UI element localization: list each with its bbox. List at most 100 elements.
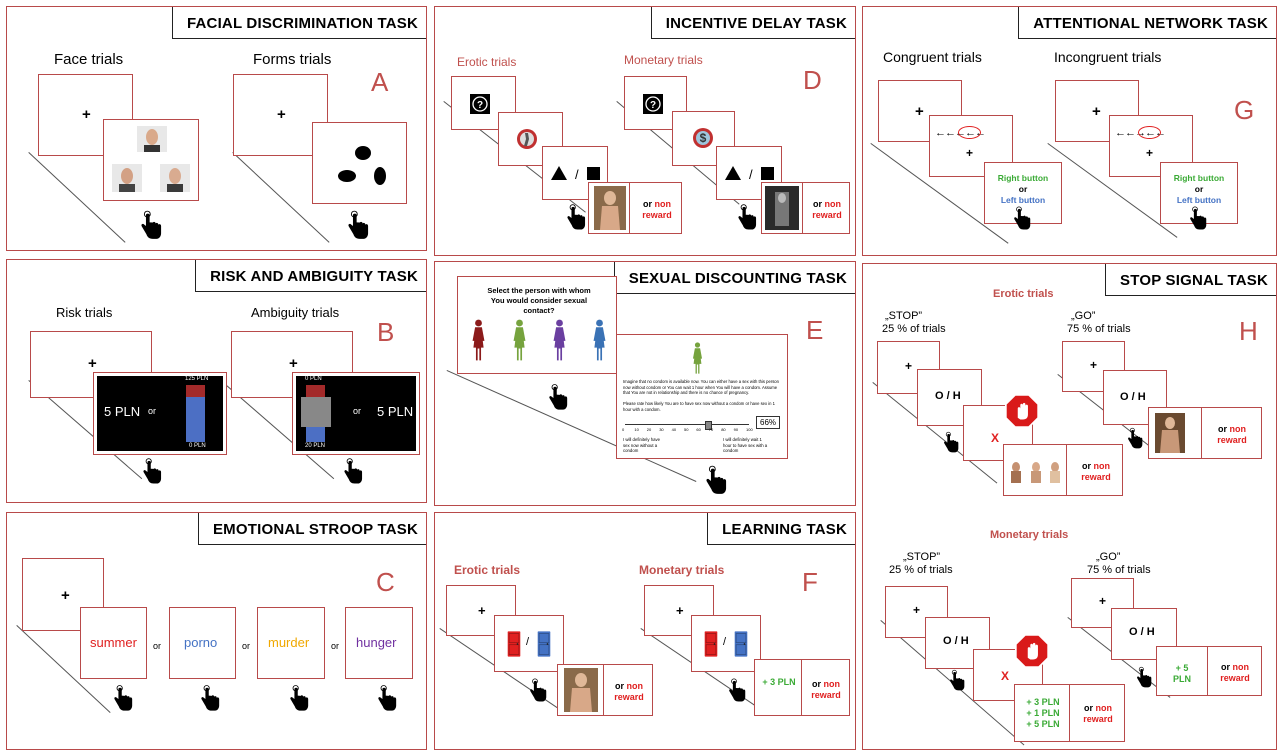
dollar-icon: $ (693, 128, 713, 148)
slider-thumb[interactable] (705, 421, 712, 430)
oh-text: O / H (943, 635, 969, 647)
incongruent-trials-label: Incongruent trials (1054, 49, 1162, 65)
person-silhouette-icon (511, 317, 528, 363)
monetary-trials-label: Monetary trials (990, 529, 1069, 541)
hand-pointer-icon (737, 204, 757, 232)
panel-incentive-delay: INCENTIVE DELAY TASK D Erotic trials Mon… (434, 6, 856, 256)
triangle-square-targets: / (725, 166, 774, 182)
rate-prompt: Please rate how likely You are to have s… (623, 401, 776, 412)
panel-title: FACIAL DISCRIMINATION TASK (171, 7, 426, 39)
svg-text:/: / (575, 167, 579, 182)
hand-pointer-icon (1136, 666, 1152, 690)
panel-letter: A (371, 67, 389, 97)
ambiguity-trials-label: Ambiguity trials (251, 305, 340, 320)
svg-text:$: $ (700, 131, 707, 145)
hand-pointer-icon (1127, 427, 1143, 451)
go-percent: 75 % of trials (1087, 564, 1151, 576)
scale-tick-label: 40 (671, 427, 677, 432)
forms-screen (312, 122, 407, 204)
svg-text:?: ? (477, 100, 483, 111)
erotic-trials-label: Erotic trials (454, 563, 521, 577)
amb-bar-gray (301, 397, 331, 427)
panel-letter: C (376, 567, 395, 597)
right-anchor: I will definitely wait 1 hour to have se… (723, 437, 768, 453)
or-text: or (331, 641, 340, 651)
scale-tick-label: 50 (684, 427, 689, 432)
left-anchor: I will definitely have sex now without a… (623, 437, 661, 453)
panel-sexual-discounting: SEXUAL DISCOUNTING TASK E Select the per… (434, 261, 856, 506)
stop-percent: 25 % of trials (889, 564, 953, 576)
person-silhouette-icon (691, 341, 704, 375)
question-mark-icon: ? (470, 94, 490, 114)
or-text: or (148, 406, 157, 416)
risk-choice-screen: 5 PLN or 125 PLN 0 PLN (93, 372, 227, 455)
hand-pointer-icon (548, 383, 568, 413)
pln-gain: + 5 PLN (1173, 663, 1191, 684)
or-text: or (242, 641, 251, 651)
hand-pointer-icon (347, 210, 369, 242)
panel-letter: E (806, 315, 824, 345)
scale-tick-label: 100 (746, 427, 753, 432)
x-mark: X (991, 431, 1000, 445)
fixation-screen: + (30, 331, 152, 398)
panel-letter: G (1234, 95, 1255, 125)
panel-attentional-network: ATTENTIONAL NETWORK TASK G Congruent tri… (862, 6, 1277, 256)
hand-pointer-icon (200, 684, 220, 714)
door-icon (704, 628, 718, 660)
stroop-word-screen: murder (257, 607, 325, 679)
slash-text: / (526, 636, 530, 648)
slider-track[interactable] (625, 424, 749, 425)
panel-risk-ambiguity: RISK AND AMBIGUITY TASK B Risk trials Am… (6, 259, 427, 503)
hand-pointer-icon (343, 458, 363, 486)
person-silhouette-icon (551, 317, 568, 363)
fixation-screen: + (878, 80, 962, 142)
panel-title: STOP SIGNAL TASK (1105, 264, 1276, 296)
pln-gain: + 5 PLN (1026, 719, 1060, 729)
hand-pointer-icon (1189, 206, 1207, 232)
scale-tick-label: 70 (708, 427, 714, 432)
panel-emotional-stroop: EMOTIONAL STROOP TASK C + summer or porn… (6, 512, 427, 750)
panel-stop-signal: STOP SIGNAL TASK H Erotic trials „STOP” … (862, 263, 1277, 750)
erotic-photo (594, 186, 626, 230)
panel-learning: LEARNING TASK F Erotic trials Monetary t… (434, 512, 856, 750)
triangle-square-targets: / (551, 166, 600, 182)
risk-trials-label: Risk trials (56, 305, 113, 320)
or-text: or (353, 406, 362, 416)
black-ellipses (338, 146, 386, 185)
amb-bar-red (306, 385, 325, 397)
panel-title: ATTENTIONAL NETWORK TASK (1018, 7, 1276, 39)
amb-bottom-pln: 20 PLN (305, 443, 326, 449)
hand-pointer-icon (943, 431, 959, 455)
bottom-pln: 0 PLN (189, 443, 206, 449)
stop-sign-icon (1005, 394, 1039, 428)
go-signal-screen: O / H (925, 617, 990, 669)
stop-sign-icon (1015, 634, 1049, 668)
svg-text:/: / (749, 167, 753, 182)
amb-amount: 5 PLN (377, 404, 414, 419)
hand-pointer-icon (140, 210, 162, 242)
ambiguity-choice-screen: 0 PLN 20 PLN or 5 PLN (292, 372, 420, 455)
panel-title: RISK AND AMBIGUITY TASK (195, 260, 426, 292)
pln-gain: + 3 PLN (762, 677, 796, 687)
svg-text:?: ? (650, 100, 656, 111)
fixation-screen: + (885, 586, 948, 638)
discounting-screen: Imagine that no condom is available now.… (616, 334, 788, 459)
risk-bar-red (186, 385, 205, 397)
scale-tick-label: 80 (721, 427, 726, 432)
top-pln: 125 PLN (185, 376, 209, 382)
panel-title: INCENTIVE DELAY TASK (650, 7, 855, 39)
face-photos (112, 126, 190, 192)
stroop-word-screen: hunger (345, 607, 413, 679)
stop-label: „STOP” (885, 310, 923, 322)
erotic-cue-icon (517, 129, 537, 149)
scale-tick-label: 60 (696, 427, 701, 432)
pln-gain-list: + 3 PLN+ 1 PLN+ 5 PLN (1019, 697, 1067, 730)
face-trials-label: Face trials (54, 51, 124, 68)
